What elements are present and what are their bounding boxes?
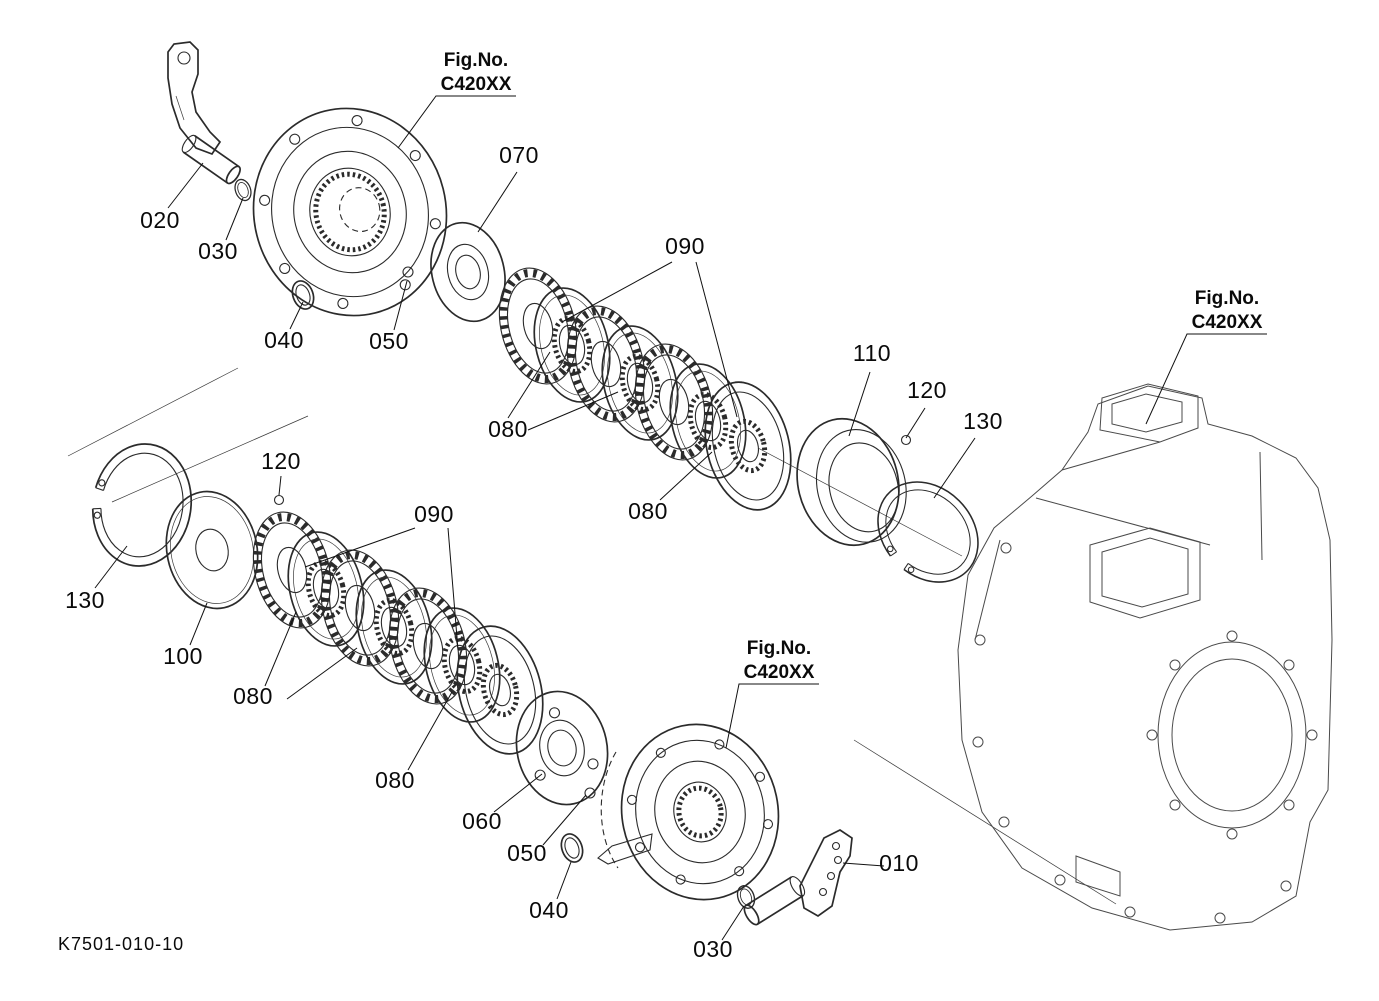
callout-080-top-b: 080 bbox=[628, 498, 668, 524]
callout-130-right: 130 bbox=[963, 408, 1003, 434]
callout-080-top-a: 080 bbox=[488, 416, 528, 442]
callout-050-bottom: 050 bbox=[507, 840, 547, 866]
fig-ref-right-line2[interactable]: C420XX bbox=[1192, 312, 1263, 333]
steel-ball-top bbox=[402, 266, 414, 278]
construction-lines bbox=[67, 367, 1117, 905]
callout-120-left: 120 bbox=[261, 448, 301, 474]
transmission-case bbox=[957, 383, 1333, 931]
brake-lever-top bbox=[167, 41, 241, 185]
snap-ring-left bbox=[84, 436, 200, 574]
callout-040-top: 040 bbox=[264, 327, 304, 353]
brake-lever-bottom bbox=[743, 829, 853, 926]
callout-080-bottom-b: 080 bbox=[375, 767, 415, 793]
callout-020: 020 bbox=[140, 207, 180, 233]
actuator-plate-bottom bbox=[515, 690, 609, 806]
clutch-disc-stack-bottom bbox=[242, 504, 556, 763]
actuator-plate-top bbox=[430, 221, 506, 323]
snap-ring-right bbox=[857, 460, 1000, 603]
callout-040-bottom: 040 bbox=[529, 897, 569, 923]
callout-labels: 020 030 040 050 070 090 080 080 110 120 … bbox=[65, 142, 1003, 962]
lever-pin-top bbox=[181, 134, 241, 185]
callout-050-top: 050 bbox=[369, 328, 409, 354]
callout-110: 110 bbox=[853, 340, 891, 366]
steel-ball-bottom bbox=[584, 787, 596, 799]
callout-120-right: 120 bbox=[907, 377, 947, 403]
callout-030-bottom: 030 bbox=[693, 936, 733, 962]
o-ring-large-bottom bbox=[556, 830, 588, 866]
steel-ball-right bbox=[900, 434, 912, 446]
fig-ref-top-line2[interactable]: C420XX bbox=[441, 74, 512, 95]
fig-ref-top-line1[interactable]: Fig.No. bbox=[444, 50, 508, 71]
brake-drum bbox=[796, 417, 907, 547]
brake-case-top bbox=[252, 107, 448, 317]
fig-ref-right[interactable]: Fig.No. C420XX bbox=[1145, 288, 1267, 425]
brake-case-bottom bbox=[620, 723, 780, 901]
callout-070: 070 bbox=[499, 142, 539, 168]
callout-080-bottom-a: 080 bbox=[233, 683, 273, 709]
back-plate bbox=[165, 490, 259, 610]
callout-100: 100 bbox=[163, 643, 203, 669]
case-arm bbox=[597, 833, 653, 865]
clutch-disc-stack-top bbox=[488, 260, 804, 519]
drawing-number: K7501-010-10 bbox=[58, 934, 184, 954]
callout-090-bottom: 090 bbox=[414, 501, 454, 527]
o-ring-small-bottom bbox=[733, 882, 759, 912]
fig-ref-right-line1[interactable]: Fig.No. bbox=[1195, 288, 1259, 309]
fig-ref-bottom-line1[interactable]: Fig.No. bbox=[747, 638, 811, 659]
callout-030-top: 030 bbox=[198, 238, 238, 264]
callout-090-top: 090 bbox=[665, 233, 705, 259]
leader-lines bbox=[94, 162, 976, 941]
callout-010: 010 bbox=[879, 850, 919, 876]
callout-060: 060 bbox=[462, 808, 502, 834]
fig-ref-bottom[interactable]: Fig.No. C420XX bbox=[725, 638, 819, 749]
hidden-cylinder-line bbox=[600, 751, 619, 869]
callout-130-left: 130 bbox=[65, 587, 105, 613]
fig-ref-bottom-line2[interactable]: C420XX bbox=[744, 662, 815, 683]
fig-ref-top[interactable]: Fig.No. C420XX bbox=[397, 50, 516, 149]
steel-ball-left bbox=[273, 494, 285, 506]
